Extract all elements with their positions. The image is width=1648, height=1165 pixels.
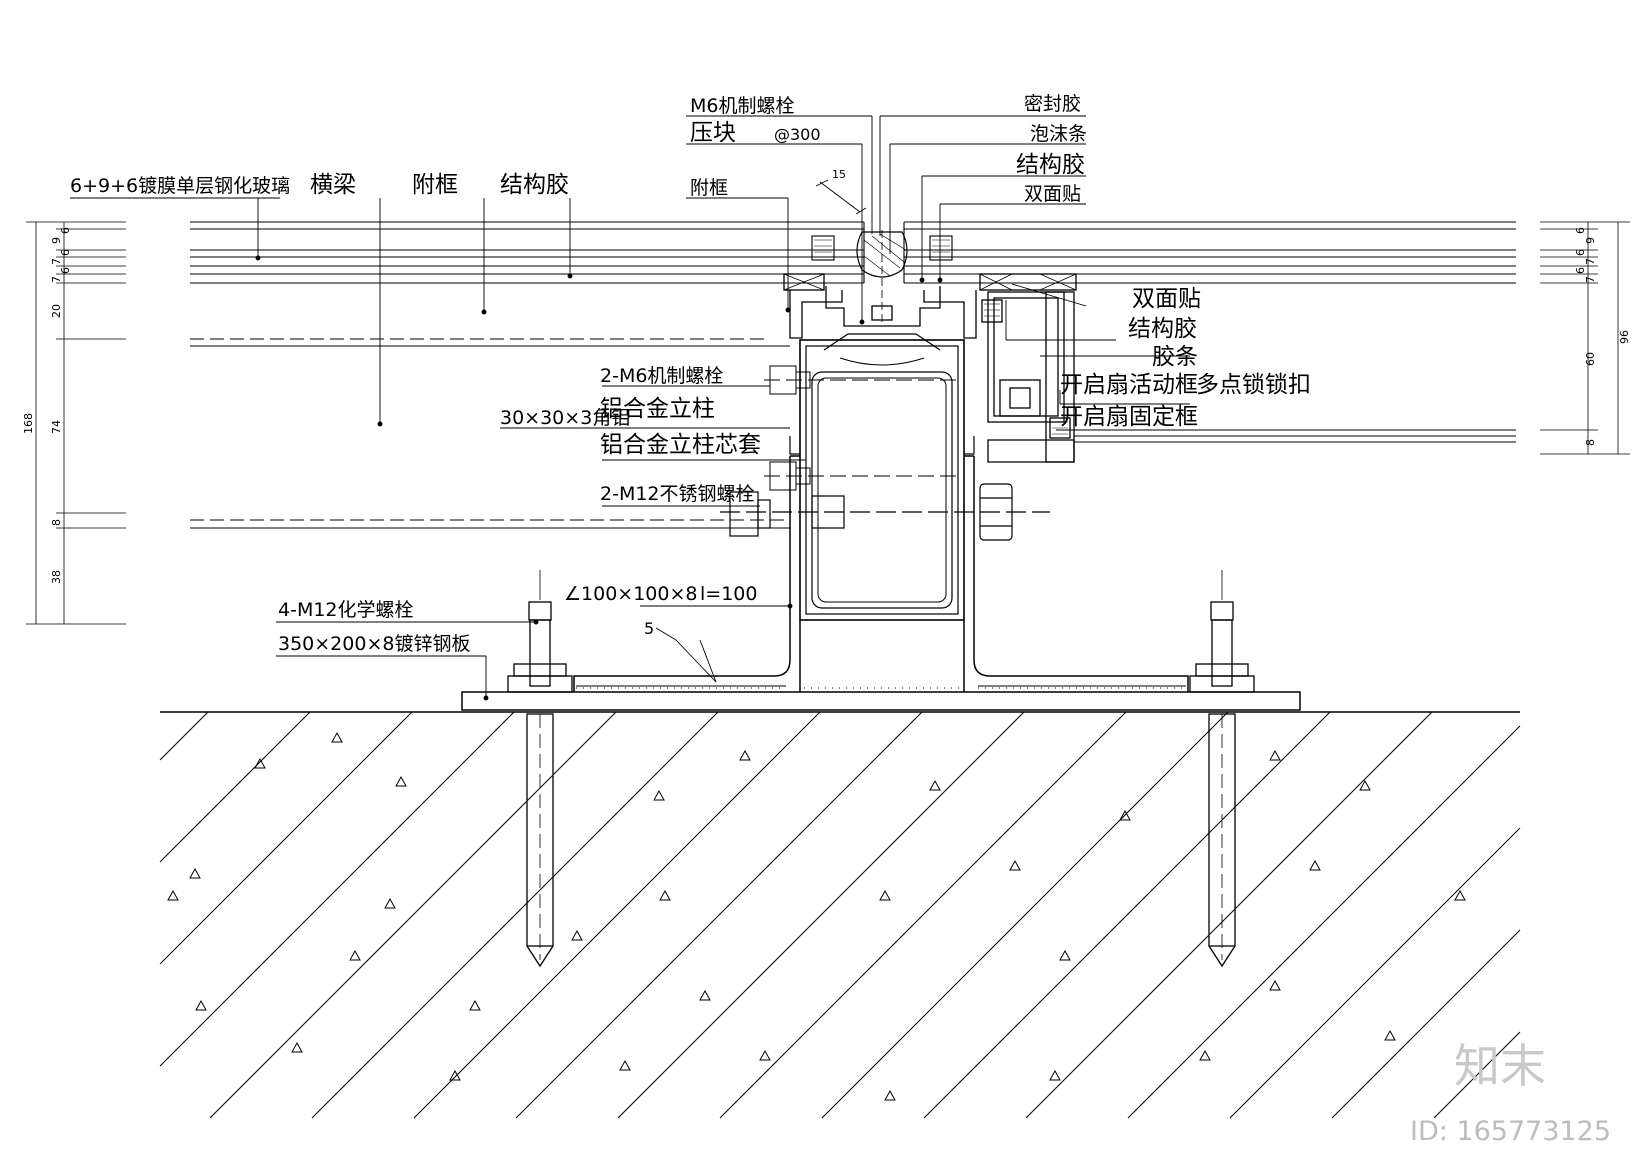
dim-top-gap: 15	[832, 168, 846, 181]
label-sub-frame: 附框	[412, 172, 458, 198]
label-double-tape-right: 双面贴	[1132, 286, 1201, 312]
opening-sash	[981, 291, 1075, 463]
transom-outline	[190, 338, 790, 529]
sub-frame-right	[923, 273, 1077, 339]
label-spacing: @300	[774, 125, 821, 144]
label-weld: 5	[644, 619, 654, 638]
dim-left-10: 38	[50, 570, 63, 584]
label-sealant: 密封胶	[1024, 93, 1081, 115]
label-chem-bolts: 4-M12化学螺栓	[278, 599, 414, 621]
dim-left-1: 6	[59, 227, 72, 234]
dim-left-2: 9	[50, 237, 63, 244]
label-structural-glue-top: 结构胶	[1016, 152, 1085, 178]
dim-right-2: 9	[1584, 237, 1597, 244]
label-structural-glue-right: 结构胶	[1128, 316, 1197, 342]
dim-left-total: 168	[22, 413, 35, 434]
weather-seal	[856, 231, 908, 278]
label-sub-frame-mid: 附框	[690, 177, 728, 199]
label-foam-strip: 泡沫条	[1030, 123, 1087, 145]
m12-bolt	[720, 483, 1050, 541]
dim-right-total: 96	[1618, 330, 1631, 344]
label-m6-bolt: M6机制螺栓	[690, 95, 794, 117]
label-m6-bolts-2: 2-M6机制螺栓	[600, 365, 723, 387]
weld-ticks	[576, 685, 1186, 689]
label-angle-length: l=100	[700, 583, 757, 605]
label-aluminum-mullion: 铝合金立柱	[600, 396, 715, 422]
label-mullion-sleeve: 铝合金立柱芯套	[600, 432, 761, 458]
chemical-anchor-left	[507, 570, 573, 968]
dim-right-8: 8	[1584, 439, 1597, 446]
sub-frame-left	[783, 273, 843, 339]
dim-right-7: 60	[1584, 352, 1597, 366]
label-multi-point-lock: 多点锁锁扣	[1196, 372, 1311, 398]
concrete-base	[159, 711, 1521, 1119]
drawing-labels: 6+9+6镀膜单层钢化玻璃 横梁 附框 结构胶 M6机制螺栓 压块 @300 附…	[22, 93, 1631, 655]
steel-angle-pair	[573, 455, 1189, 692]
watermark-id: ID: 165773125	[1410, 1116, 1611, 1147]
dim-left-9: 8	[50, 519, 63, 526]
dim-right-5: 6	[1574, 267, 1587, 274]
concrete-hatch	[159, 711, 1521, 1119]
label-structural-glue: 结构胶	[500, 172, 569, 198]
dim-right-4: 7	[1584, 258, 1597, 265]
dim-right-3: 6	[1574, 249, 1587, 256]
dim-left-5: 6	[59, 267, 72, 274]
dim-left-6: 7	[50, 276, 63, 283]
galvanized-steel-plate	[461, 691, 1301, 711]
label-m12-bolts: 2-M12不锈钢螺栓	[600, 483, 755, 505]
label-steel-plate: 350×200×8镀锌钢板	[278, 633, 470, 655]
dim-left-4: 7	[50, 258, 63, 265]
corner-angle-aluminum	[789, 436, 975, 455]
label-double-tape-top: 双面贴	[1024, 183, 1081, 205]
dim-left-8: 74	[50, 420, 63, 434]
label-pressure-block: 压块	[690, 120, 736, 146]
label-glass: 6+9+6镀膜单层钢化玻璃	[70, 175, 290, 197]
m6-bolts	[764, 365, 960, 491]
glass-panel-left	[190, 221, 865, 284]
pressure-cap	[825, 230, 941, 327]
label-angle-aluminum: 30×30×3角铝	[500, 407, 630, 429]
dimension-chain-right	[1540, 221, 1630, 455]
label-rubber-strip: 胶条	[1152, 344, 1198, 370]
dim-right-6: 7	[1584, 276, 1597, 283]
label-sash-movable-frame: 开启扇活动框	[1060, 372, 1198, 398]
dimension-chain-left	[26, 221, 126, 625]
label-sash-fixed-frame: 开启扇固定框	[1060, 404, 1198, 430]
watermark-brand: 知末	[1454, 1039, 1546, 1093]
chemical-anchor-right	[1189, 570, 1255, 968]
dim-left-7: 20	[50, 304, 63, 318]
dim-left-3: 6	[59, 249, 72, 256]
leader-lines	[70, 115, 1196, 701]
aggregate-triangles	[167, 731, 1466, 1101]
dim-right-1: 6	[1574, 227, 1587, 234]
structural-glue-blocks	[811, 235, 953, 261]
watermark: 知末 ID: 165773125	[1410, 1039, 1611, 1147]
aluminum-mullion	[799, 333, 965, 621]
label-angle-steel: ∠100×100×8	[564, 583, 698, 605]
glass-panel-right	[903, 221, 1516, 443]
label-transom: 横梁	[310, 172, 356, 198]
